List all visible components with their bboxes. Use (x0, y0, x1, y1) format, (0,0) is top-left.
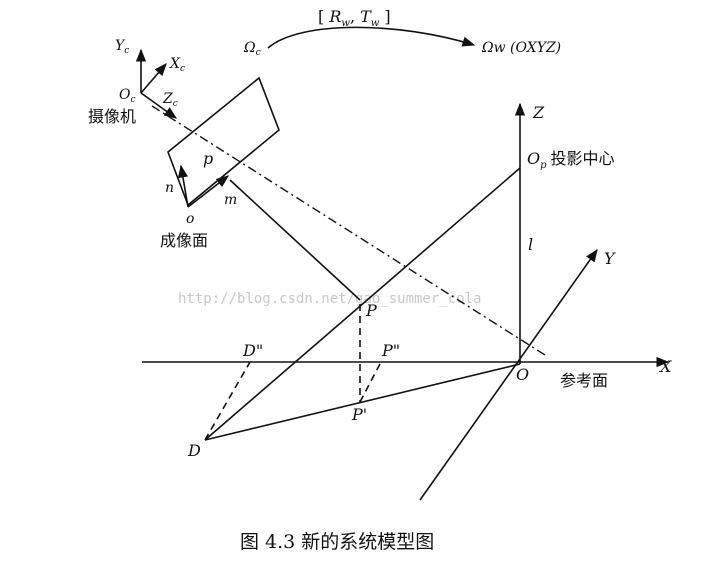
reference-plane-label: 参考面 (560, 371, 608, 390)
transform-r-sub: w (341, 18, 350, 29)
world-y-label: Y (604, 249, 616, 268)
optical-ray (151, 105, 546, 356)
line-Op-to-D (204, 167, 521, 441)
point-D-label: D (187, 441, 201, 460)
point-P-double-label: P" (381, 341, 400, 360)
omega-c-label: Ωc (243, 40, 261, 58)
camera-label: 摄像机 (88, 107, 136, 126)
camera-z-label: Zc (162, 91, 178, 109)
camera-origin-label: Oc (119, 87, 136, 105)
dash-D-to-D2 (204, 361, 251, 441)
image-plane (167, 76, 280, 207)
omega-w-label: Ωw (OXYZ) (481, 40, 561, 56)
transform-arrow (267, 26, 476, 49)
world-z-label: Z (532, 103, 545, 122)
point-D-double-label: D" (242, 341, 263, 360)
world-origin-label: O (516, 365, 529, 384)
image-point-p-label: p (203, 149, 213, 168)
image-n-axis (177, 164, 189, 208)
point-P-prime-label: P' (351, 405, 367, 424)
watermark-text: http://blog.csdn.net/gao_summer_cola (178, 291, 481, 307)
camera-x-label: Xc (169, 56, 185, 74)
camera-y-label: Yc (115, 38, 129, 56)
transform-t: T (360, 7, 372, 26)
image-plane-label: 成像面 (160, 231, 208, 250)
l-label: l (528, 235, 533, 254)
point-P-label: P (365, 301, 377, 320)
world-x-label: X (658, 357, 672, 376)
image-m-label: m (224, 192, 237, 208)
ray-to-P (229, 179, 361, 301)
line-D-to-O (204, 363, 521, 441)
figure-caption: 图 4.3 新的系统模型图 (240, 531, 434, 553)
transform-r: R (328, 7, 341, 26)
image-origin-label: o (186, 211, 194, 227)
world-y-axis (419, 248, 598, 501)
image-m-axis (187, 175, 230, 208)
image-n-label: n (165, 180, 174, 196)
transform-t-sub: w (371, 18, 380, 29)
camera-x-axis (140, 63, 167, 94)
dash-Pprime-to-P2 (359, 361, 382, 403)
camera-z-axis (140, 92, 178, 119)
transform-label: [ Rw, Tw ] (318, 7, 391, 29)
